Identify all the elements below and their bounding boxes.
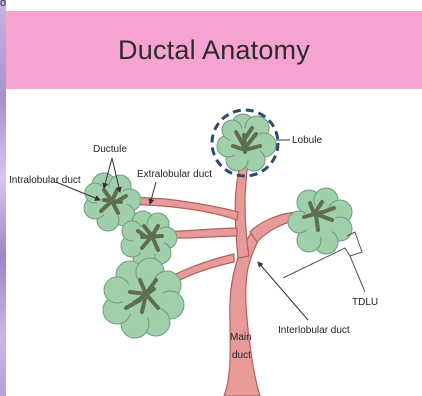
lobule-right — [288, 188, 352, 254]
lobule-top — [217, 114, 276, 171]
label-interlobular-duct: Interlobular duct — [278, 325, 350, 336]
label-main-duct-line2: duct — [232, 350, 251, 361]
label-intralobular-duct: Intralobular duct — [9, 175, 81, 186]
label-main-duct-line1: Main — [230, 332, 252, 343]
label-lobule: Lobule — [292, 135, 322, 146]
tdlu-pointer — [350, 256, 365, 292]
label-tdlu: TDLU — [352, 297, 378, 308]
label-ductule: Ductule — [93, 144, 127, 155]
label-extralobular-duct: Extralobular duct — [137, 169, 212, 180]
